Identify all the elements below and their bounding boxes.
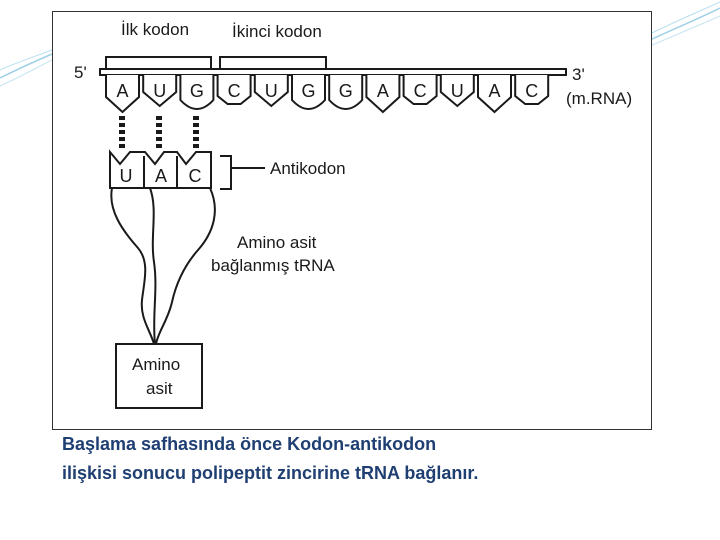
mrna-base-letter: U bbox=[153, 81, 166, 101]
amino-acid-label-line1: Amino bbox=[132, 355, 180, 374]
mrna-label: (m.RNA) bbox=[566, 89, 632, 108]
mrna-base-shape bbox=[142, 75, 178, 108]
trna-body bbox=[110, 187, 216, 345]
mrna-base-letter: C bbox=[228, 81, 241, 101]
second-codon-label: İkinci kodon bbox=[232, 22, 322, 41]
pairing-dot bbox=[193, 130, 199, 134]
amino-acid-box bbox=[115, 343, 203, 409]
mrna-base-letter: G bbox=[190, 81, 204, 101]
pairing-dot bbox=[156, 116, 162, 120]
mrna-base-letter: A bbox=[377, 81, 389, 101]
mrna-base-shape bbox=[328, 75, 364, 110]
mrna-base-shape bbox=[402, 75, 438, 105]
mrna-base-letter: U bbox=[265, 81, 278, 101]
mrna-base-letter: U bbox=[451, 81, 464, 101]
trna-label-line2: bağlanmış tRNA bbox=[211, 256, 335, 275]
mrna-base-letter: C bbox=[414, 81, 427, 101]
pairing-dot bbox=[119, 144, 125, 148]
pairing-dot bbox=[193, 116, 199, 120]
first-codon-label: İlk kodon bbox=[121, 20, 189, 39]
mrna-base-shape bbox=[365, 75, 401, 114]
mrna-base-shape bbox=[514, 75, 550, 105]
pairing-dot bbox=[156, 130, 162, 134]
trna-label-line1: Amino asit bbox=[237, 233, 317, 252]
mrna-strand bbox=[99, 68, 567, 76]
pairing-dot bbox=[193, 123, 199, 127]
anticodon-base-letter: A bbox=[155, 166, 167, 186]
mrna-base-shape bbox=[216, 75, 252, 105]
mrna-base-shape bbox=[179, 75, 215, 110]
mrna-base-letter: G bbox=[301, 81, 315, 101]
codon-anticodon-pairing-dots bbox=[119, 116, 199, 148]
pairing-dot bbox=[119, 123, 125, 127]
mrna-base-shape bbox=[477, 75, 512, 114]
five-prime-label: 5' bbox=[74, 63, 87, 82]
second-codon-bracket bbox=[219, 56, 327, 68]
pairing-dot bbox=[119, 137, 125, 141]
mrna-base-letter: G bbox=[339, 81, 353, 101]
mrna-base-letter: A bbox=[488, 81, 500, 101]
pairing-dot bbox=[193, 137, 199, 141]
pairing-dot bbox=[156, 137, 162, 141]
mrna-base-shape bbox=[291, 75, 326, 110]
first-codon-bracket bbox=[105, 56, 212, 68]
pairing-dot bbox=[119, 116, 125, 120]
mrna-base-letter: A bbox=[116, 81, 128, 101]
mrna-base-letter: C bbox=[525, 81, 538, 101]
anticodon-base-letter: U bbox=[120, 166, 133, 186]
pairing-dot bbox=[193, 144, 199, 148]
mrna-base-shape bbox=[253, 75, 289, 108]
pairing-dot bbox=[156, 144, 162, 148]
caption-line-2: ilişkisi sonucu polipeptit zincirine tRN… bbox=[62, 463, 479, 483]
pairing-dot bbox=[119, 130, 125, 134]
caption-line-1: Başlama safhasında önce Kodon-antikodon bbox=[62, 434, 437, 454]
anticodon-base-letter: C bbox=[189, 166, 202, 186]
three-prime-label: 3' bbox=[572, 65, 585, 84]
pairing-dot bbox=[156, 123, 162, 127]
mrna-base-shape bbox=[439, 75, 475, 108]
mrna-base-shape bbox=[105, 75, 140, 114]
amino-acid-label-line2: asit bbox=[146, 379, 173, 398]
anticodon-label: Antikodon bbox=[270, 159, 346, 178]
anticodon-bracket bbox=[220, 155, 232, 190]
